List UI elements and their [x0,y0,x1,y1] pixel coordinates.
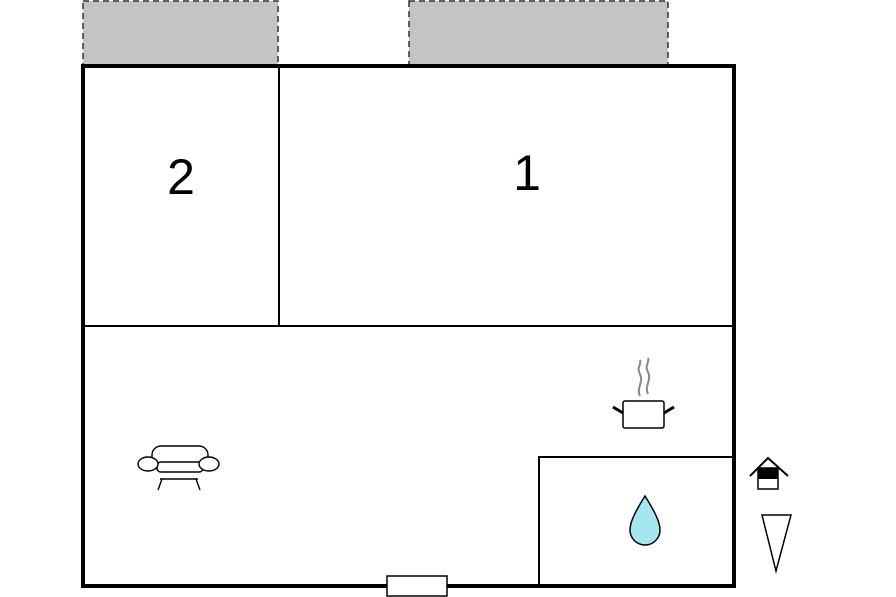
water-drop-icon [629,494,661,546]
wall-bathroom [538,456,734,586]
house-entrance-icon [749,456,789,490]
sofa-icon [137,445,220,491]
entrance-door [386,575,448,597]
cooking-pot-icon [612,357,675,429]
terrace-right [408,0,669,66]
terrace-left [82,0,279,66]
room-number-1: 1 [513,145,541,201]
room-number-2: 2 [167,149,195,205]
north-arrow-icon [761,514,792,574]
